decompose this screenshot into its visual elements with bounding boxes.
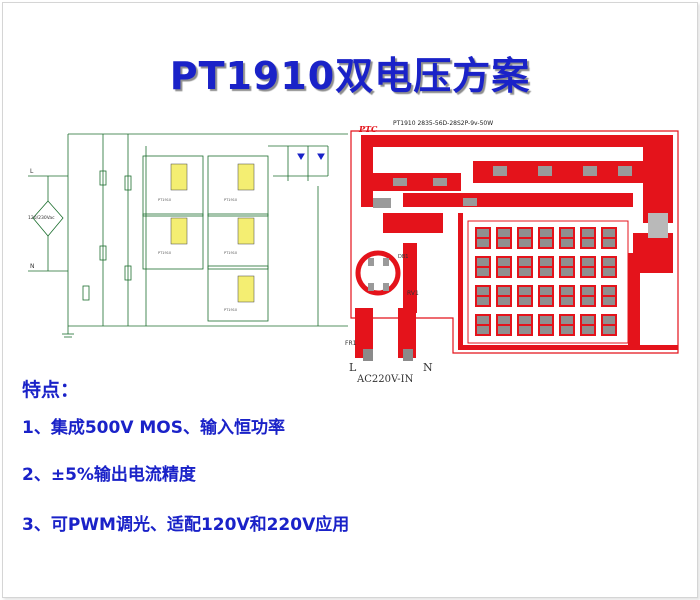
led-pad-bottom: [498, 268, 510, 276]
led-pad-top: [582, 229, 594, 237]
svg-text:PT1910: PT1910: [224, 198, 237, 202]
led-pad-top: [561, 287, 573, 295]
led-pad-bottom: [477, 268, 489, 276]
led-pad-top: [582, 316, 594, 324]
led-pad-bottom: [540, 297, 552, 305]
led-pad-bottom: [540, 268, 552, 276]
led-pad-top: [519, 287, 531, 295]
led-pad-top: [561, 258, 573, 266]
svg-text:PT1910: PT1910: [158, 198, 171, 202]
led-pad-bottom: [540, 239, 552, 247]
led-pad-top: [477, 287, 489, 295]
led-pad-bottom: [477, 326, 489, 334]
feature-item-1: 1、集成500V MOS、输入恒功率: [22, 418, 286, 438]
led-pad-bottom: [477, 239, 489, 247]
led-pad-top: [561, 229, 573, 237]
led-pad-bottom: [603, 268, 615, 276]
led-pad-bottom: [603, 297, 615, 305]
pcb-layout: PTC PT1910 2835-56D-28S2P-9v-50W DB1 RV1…: [345, 120, 679, 385]
ic-chip: [170, 163, 255, 303]
page-title: PT1910双电压方案: [169, 54, 531, 98]
led-pad-bottom: [519, 297, 531, 305]
led-pad-bottom: [582, 297, 594, 305]
led-pad-top: [477, 258, 489, 266]
led-pad-top: [603, 229, 615, 237]
led-pad-top: [519, 229, 531, 237]
svg-text:PT1910: PT1910: [224, 308, 237, 312]
led-pad-bottom: [477, 297, 489, 305]
led-pad-bottom: [498, 326, 510, 334]
svg-text:PT1910: PT1910: [158, 251, 171, 255]
led-pad-bottom: [540, 326, 552, 334]
features-section: 特点： 1、集成500V MOS、输入恒功率 2、±5%输出电流精度 3、可PW…: [22, 375, 349, 535]
led-pad-bottom: [582, 326, 594, 334]
led-pad-top: [603, 258, 615, 266]
led-pad-top: [498, 258, 510, 266]
pcb-logo: PTC: [358, 124, 378, 134]
led-pad-bottom: [561, 268, 573, 276]
led-pad-bottom: [519, 326, 531, 334]
led-pad-bottom: [498, 239, 510, 247]
led-pad-bottom: [603, 326, 615, 334]
led-pad-top: [519, 316, 531, 324]
led-pad-top: [498, 229, 510, 237]
led-pad-bottom: [603, 239, 615, 247]
pcb-terminal-L: L: [349, 361, 357, 374]
led-pad-bottom: [582, 239, 594, 247]
led-pad-top: [561, 316, 573, 324]
feature-item-2: 2、±5%输出电流精度: [22, 465, 196, 485]
pcb-fuse-label: FR1: [345, 340, 357, 347]
led-pad-bottom: [561, 326, 573, 334]
features-heading: 特点：: [22, 379, 80, 401]
led-pad-bottom: [582, 268, 594, 276]
led-pad-bottom: [498, 297, 510, 305]
schematic-node-N: N: [30, 263, 35, 270]
pcb-bridge-label: DB1: [398, 254, 408, 260]
led-pad-top: [498, 316, 510, 324]
led-pad-bottom: [561, 297, 573, 305]
led-pad-top: [582, 287, 594, 295]
led-pad-top: [519, 258, 531, 266]
led-pad-bottom: [519, 268, 531, 276]
led-pad-top: [582, 258, 594, 266]
led-pad-top: [603, 287, 615, 295]
pcb-input-label: AC220V-IN: [356, 374, 414, 385]
svg-text:PT1910: PT1910: [224, 251, 237, 255]
led-pad-top: [477, 229, 489, 237]
led-pad-top: [540, 229, 552, 237]
led-pad-bottom: [519, 239, 531, 247]
pcb-board-label: PT1910 2835-56D-28S2P-9v-50W: [393, 120, 493, 127]
led-pad-top: [477, 316, 489, 324]
feature-item-3: 3、可PWM调光、适配120V和220V应用: [22, 515, 350, 535]
schematic-ac-label: 120/230Vac: [28, 215, 55, 221]
pcb-varistor-label: RV1: [407, 290, 419, 297]
led-pad-top: [540, 316, 552, 324]
pcb-terminal-N: N: [423, 361, 433, 374]
led-pad-top: [498, 287, 510, 295]
led-pad-bottom: [561, 239, 573, 247]
led-pad-top: [540, 258, 552, 266]
led-pad-top: [603, 316, 615, 324]
led-pad-top: [540, 287, 552, 295]
schematic-node-L: L: [30, 168, 34, 175]
